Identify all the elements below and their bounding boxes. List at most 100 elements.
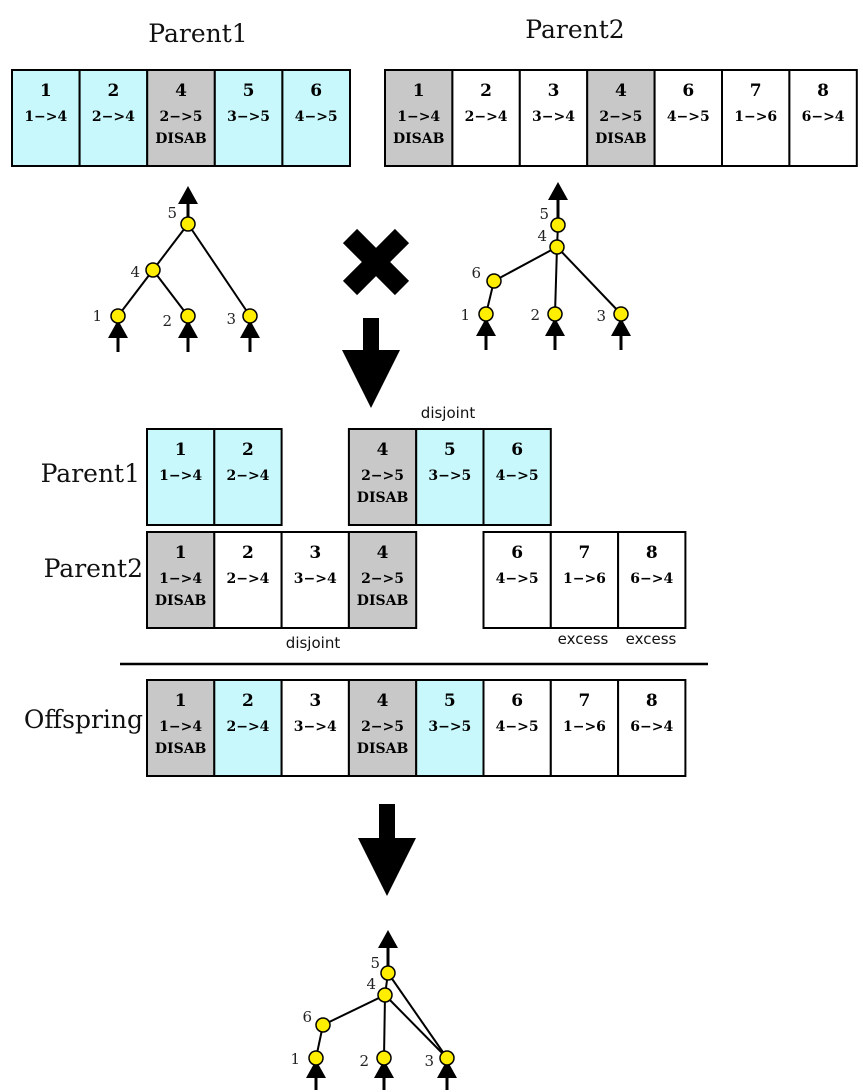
- gene-box: 86−>4: [617, 531, 687, 629]
- network-node: [180, 216, 196, 232]
- node-label: 1: [460, 306, 470, 324]
- gene-connection: 1−>4: [397, 109, 440, 125]
- gene-connection: 2−>4: [226, 571, 269, 587]
- gene-innovation-number: 3: [548, 81, 560, 101]
- gene-connection: 6−>4: [630, 719, 673, 735]
- gene-box-bg: [281, 69, 351, 167]
- node-label: 3: [226, 310, 236, 328]
- gene-connection: 6−>4: [630, 571, 673, 587]
- offspring-network: 1 2 3 4 5 6: [290, 930, 457, 1090]
- gene-box-bg: [78, 69, 149, 167]
- parent2-genome: 11−>4DISAB22−>433−>442−>5DISAB64−>571−>6…: [384, 69, 858, 167]
- gene-innovation-number: 7: [579, 691, 591, 711]
- gene-innovation-number: 6: [511, 440, 523, 460]
- gene-box: 5 3−>5: [415, 679, 485, 777]
- network-node: [486, 273, 502, 289]
- gene-innovation-number: 2: [242, 440, 254, 460]
- output-arrow-icon: [548, 182, 568, 222]
- gene-innovation-number: 8: [646, 691, 658, 711]
- gene-connection: 4−>5: [295, 109, 338, 125]
- gene-box: 22−>4: [213, 679, 283, 777]
- network-node: [377, 987, 393, 1003]
- gene-box-bg: [347, 679, 418, 777]
- network-node: [613, 306, 629, 322]
- gene-box-bg: [617, 531, 687, 629]
- parent2-title: Parent2: [525, 15, 624, 44]
- gene-box: 86−>4: [788, 69, 858, 167]
- gene-box-bg: [451, 69, 521, 167]
- gene-connection: 2−>5: [361, 719, 404, 735]
- gene-innovation-number: 2: [480, 81, 492, 101]
- aligned-parent2-genome: 11−>4DISAB22−>433−>442−>5DISAB64−>571−>6…: [146, 531, 687, 629]
- network-node: [308, 1050, 324, 1066]
- gene-connection: 3−>4: [294, 571, 337, 587]
- edge-2-4: [383, 994, 386, 1059]
- excess-label: excess: [626, 630, 677, 648]
- edge-2-4: [152, 269, 189, 317]
- edge-4-5: [152, 223, 189, 271]
- gene-connection: 3−>5: [428, 468, 471, 484]
- gene-box-bg: [586, 69, 656, 167]
- gene-box-bg: [788, 69, 858, 167]
- node-label: 5: [539, 205, 549, 223]
- gene-innovation-number: 5: [444, 691, 456, 711]
- node-label: 2: [359, 1052, 369, 1070]
- gene-connection: 2−>5: [599, 109, 642, 125]
- alignment-label-offspring: Offspring: [24, 705, 143, 734]
- gene-connection: 3−>4: [532, 109, 575, 125]
- edge-6-4: [493, 246, 558, 282]
- gene-innovation-number: 8: [817, 81, 829, 101]
- gene-innovation-number: 5: [444, 440, 456, 460]
- down-arrow-icon: [342, 318, 400, 408]
- network-node: [145, 262, 161, 278]
- gene-box-bg: [549, 531, 620, 629]
- gene-innovation-number: 7: [750, 81, 762, 101]
- gene-connection: 4−>5: [496, 571, 539, 587]
- gene-box: 8 6−>4: [617, 679, 687, 777]
- gene-box-bg: [653, 69, 723, 167]
- gene-box: 64−>5: [281, 69, 351, 167]
- gene-innovation-number: 3: [309, 543, 321, 563]
- gene-connection: 2−>5: [361, 571, 404, 587]
- network-node: [376, 1050, 392, 1066]
- edge-2-4: [554, 246, 558, 315]
- gene-innovation-number: 2: [107, 81, 119, 101]
- gene-box: 2 2−>4: [213, 531, 283, 629]
- gene-disabled-flag: DISAB: [357, 490, 409, 506]
- gene-innovation-number: 4: [175, 81, 187, 101]
- alignment-label-parent2: Parent2: [44, 554, 143, 583]
- gene-connection: 4−>5: [496, 719, 539, 735]
- gene-box: 11−>4: [146, 428, 216, 526]
- gene-innovation-number: 1: [413, 81, 425, 101]
- gene-box: 5 3−>5: [415, 428, 485, 526]
- excess-label: excess: [558, 630, 609, 648]
- edge-3-5: [387, 972, 448, 1059]
- gene-box: 22−>4: [451, 69, 521, 167]
- node-label: 4: [130, 263, 140, 281]
- gene-box-bg: [384, 69, 454, 167]
- gene-innovation-number: 6: [511, 691, 523, 711]
- node-label: 1: [290, 1050, 300, 1068]
- gene-connection: 2−>5: [361, 468, 404, 484]
- gene-box-bg: [11, 69, 81, 167]
- gene-disabled-flag: DISAB: [357, 593, 409, 609]
- gene-box: 64−>5: [482, 428, 552, 526]
- node-label: 3: [424, 1052, 434, 1070]
- network-edges: [117, 223, 251, 317]
- node-label: 5: [370, 954, 380, 972]
- gene-connection: 1−>4: [159, 571, 202, 587]
- gene-connection: 1−>4: [159, 719, 202, 735]
- gene-disabled-flag: DISAB: [595, 131, 647, 147]
- gene-innovation-number: 2: [242, 543, 254, 563]
- output-arrow-icon: [378, 930, 398, 970]
- gene-box: 71−>6: [721, 69, 791, 167]
- gene-connection: 3−>5: [428, 719, 471, 735]
- network-node: [180, 308, 196, 324]
